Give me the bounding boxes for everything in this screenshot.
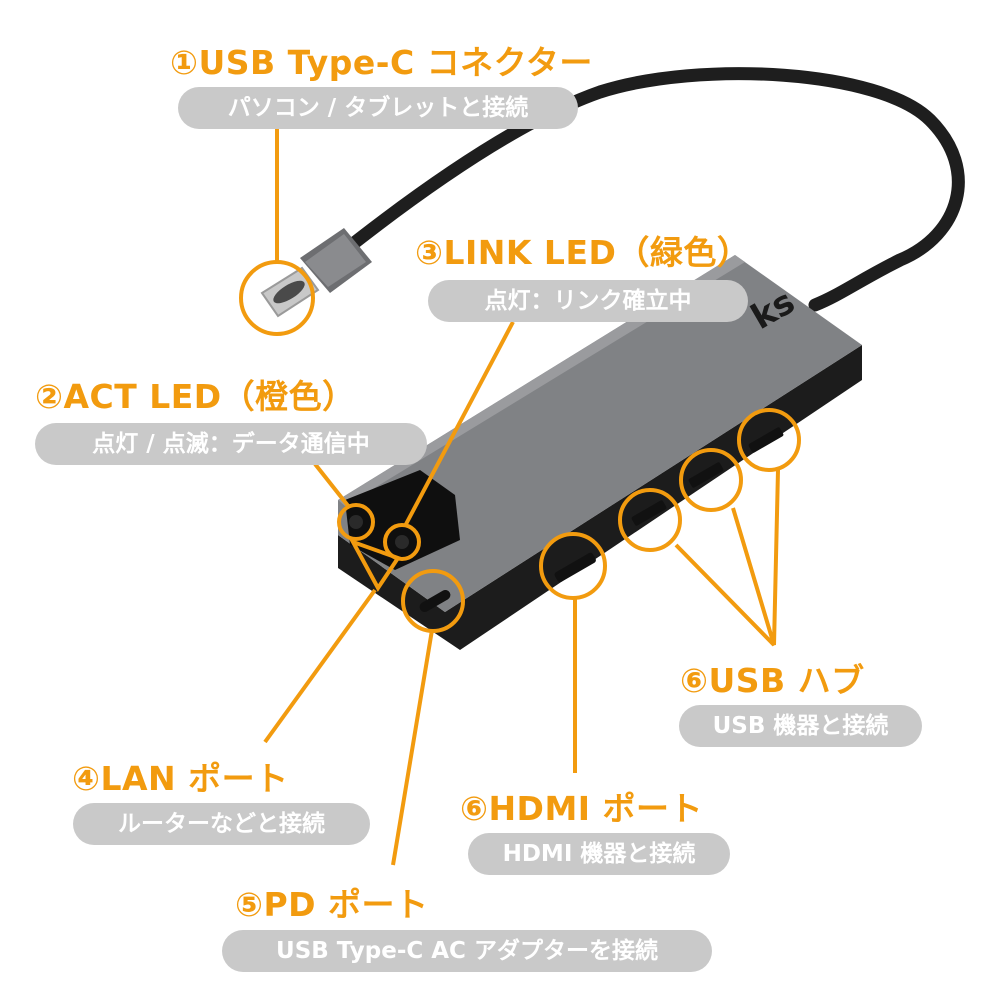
pd-port-leader-line (391, 629, 434, 866)
usb-hub-leader-lines (674, 469, 780, 647)
hub-top-face (338, 255, 862, 612)
usb-hub-title: ⑥USB ハブ (680, 661, 865, 700)
lan-port-description: ルーターなどと接続 (73, 803, 370, 845)
link-led (395, 535, 409, 549)
usb-c-connector-description: パソコン / タブレットと接続 (178, 87, 578, 129)
usb-port-slot-1 (631, 500, 667, 526)
hdmi-port-title: ⑥HDMI ポート (460, 789, 704, 828)
lan-port-leader-line (263, 588, 377, 744)
act-led-description: 点灯 / 点滅：データ通信中 (35, 423, 427, 465)
lan-port-opening (345, 470, 460, 570)
usb-port-1-highlight-circle (618, 488, 682, 552)
pd-port-slot (419, 590, 451, 612)
lan-port-title: ④LAN ポート (72, 759, 289, 798)
act-led-title: ②ACT LED（橙色） (35, 377, 356, 416)
usb-c-cable (323, 67, 965, 312)
usb-c-connector-title: ①USB Type-C コネクター (170, 43, 593, 82)
usb-hub-description: USB 機器と接続 (679, 705, 922, 747)
act-led (349, 515, 363, 529)
usb-port-slot-3 (748, 427, 784, 453)
pd-port-description: USB Type-C AC アダプターを接続 (222, 930, 712, 972)
act-led-leader-line (313, 462, 351, 509)
usb-port-2-highlight-circle (679, 448, 743, 512)
link-led-description: 点灯：リンク確立中 (428, 280, 748, 322)
hdmi-port-description: HDMI 機器と接続 (468, 833, 730, 875)
link-led-highlight-circle (383, 523, 421, 561)
act-led-highlight-circle (337, 503, 375, 541)
link-led-title: ③LINK LED（緑色） (415, 233, 751, 272)
link-led-leader-line (403, 321, 515, 527)
pd-port-title: ⑤PD ポート (235, 885, 429, 924)
usb-port-slot-2 (688, 462, 724, 488)
usb-port-3-highlight-circle (737, 408, 801, 472)
hdmi-port-slot (554, 552, 596, 583)
lan-port-highlight-triangle (348, 538, 402, 592)
